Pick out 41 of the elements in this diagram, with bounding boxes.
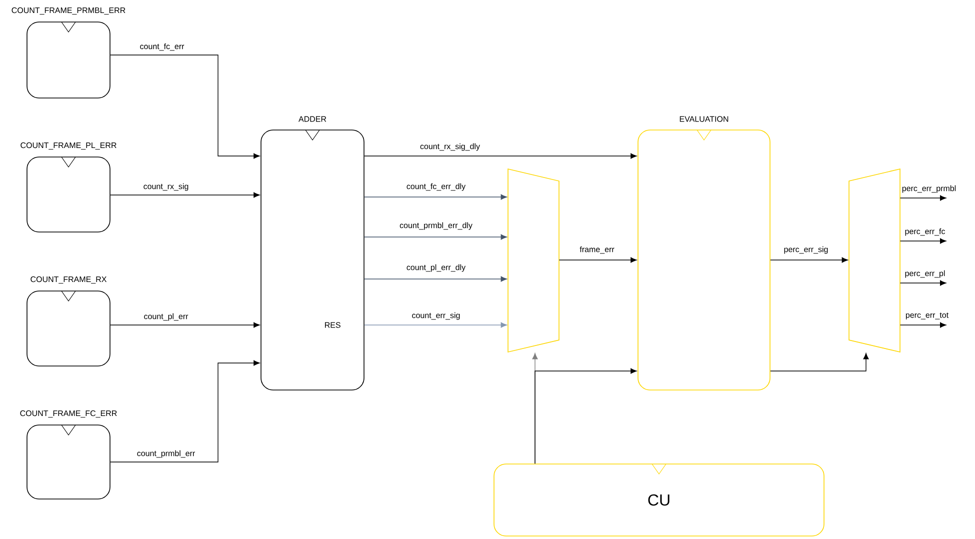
arrow [900,238,946,244]
port-label: RES [325,322,340,328]
arrow [364,322,507,328]
edge-label: frame_err [578,245,616,255]
arrow [110,360,260,462]
module-title: COUNT_FRAME_RX [30,276,107,284]
edge-label: perc_err_tot [904,312,950,320]
module-title: EVALUATION [680,116,728,122]
arrow [900,280,946,286]
arrow [110,54,260,159]
module-label: CU [648,494,670,506]
arrow [534,368,637,464]
multiplexer-shape [848,168,900,353]
arrow [900,322,946,328]
edge-label: count_fc_err_dly [405,182,467,192]
arrow [110,192,260,198]
edge-label: perc_err_fc [904,227,946,237]
edge-label: count_rx_sig_dly [418,142,482,152]
arrow [364,153,637,159]
arrow [770,257,848,263]
edge-label: count_pl_err [142,312,190,322]
edge-label: perc_err_sig [782,245,830,255]
arrow [364,276,507,282]
module-title: COUNT_FRAME_FC_ERR [20,410,117,418]
arrow [364,234,507,240]
edge-label: count_prmbl_err [136,449,196,459]
arrow [364,194,507,200]
module-title: ADDER [298,116,326,122]
edge-label: count_pl_err_dly [405,263,467,273]
edge-label: perc_err_prmbl [900,184,958,194]
arrow [558,257,637,263]
edge-label: count_fc_err [138,42,186,52]
edge-label: count_err_sig [410,311,462,321]
edge-label: perc_err_pl [904,269,946,279]
edge-label: count_prmbl_err_dly [398,221,474,231]
arrow [110,322,260,328]
module-title: COUNT_FRAME_PL_ERR [20,142,116,150]
arrow [900,195,946,201]
edge-label: count_rx_sig [142,182,190,192]
module-title: COUNT_FRAME_PRMBL_ERR [12,7,126,15]
arrow [770,353,869,372]
